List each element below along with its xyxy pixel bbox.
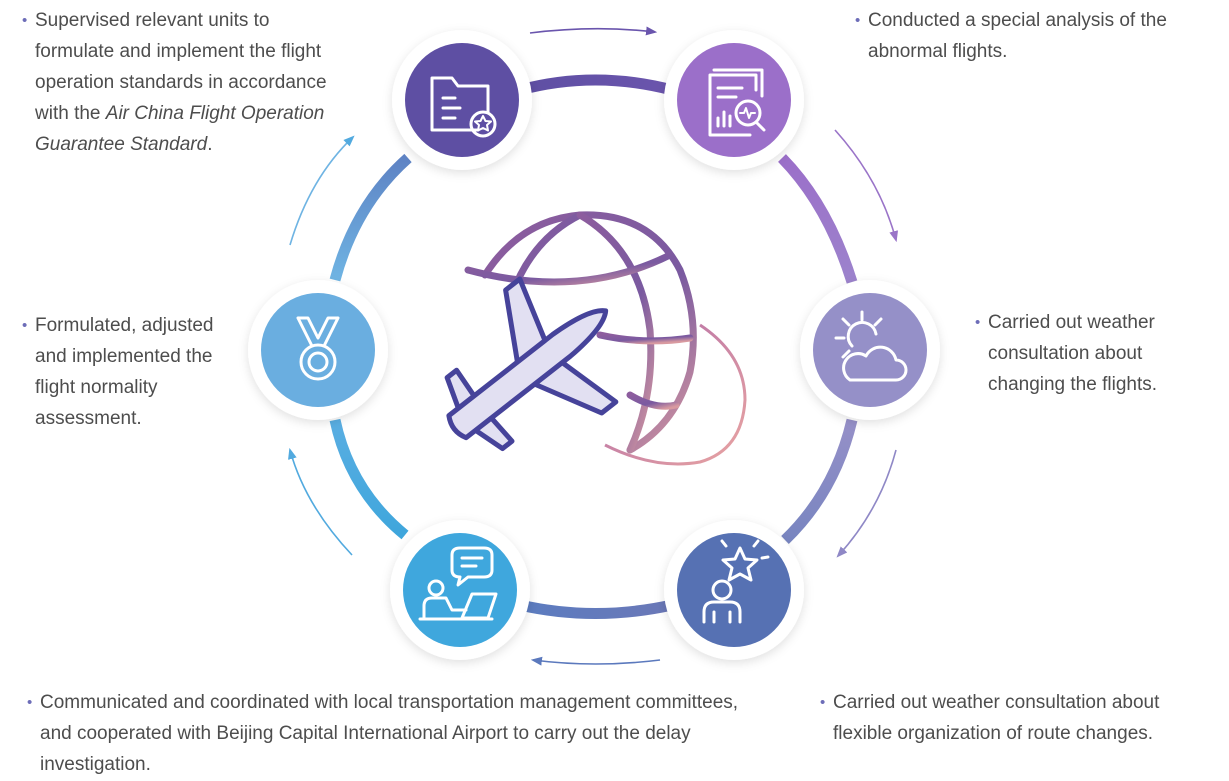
node-coordination-disc — [403, 533, 517, 647]
text-standards-body: Supervised relevant units to formulate a… — [35, 5, 335, 160]
node-weather-route-disc — [677, 533, 791, 647]
sun-cloud-icon — [834, 310, 908, 382]
text-weather-change-body: Carried out weather consultation about c… — [988, 312, 1158, 395]
flight-arc — [604, 323, 747, 466]
node-analysis-disc — [677, 43, 791, 157]
arrow-up-right — [289, 135, 355, 246]
text-weather-route: • Carried out weather consultation about… — [820, 687, 1193, 749]
node-weather-change — [800, 280, 940, 420]
direction-arrows — [288, 26, 899, 666]
arrow-left-bottom — [530, 656, 661, 666]
report-analysis-icon — [708, 68, 766, 137]
text-weather-change: • Carried out weather consultation about… — [975, 307, 1198, 400]
node-weather-route — [664, 520, 804, 660]
globe-latitude-top — [464, 251, 674, 286]
connector-standards-analysis — [518, 74, 674, 96]
folder-star-icon — [430, 76, 497, 138]
bullet: • — [820, 694, 826, 711]
text-standards-end: . — [207, 134, 213, 155]
person-laptop-chat-icon — [418, 546, 498, 621]
text-standards-main: Supervised relevant units to formulate a… — [35, 10, 327, 124]
arrow-right-top — [529, 26, 658, 36]
connector-route-coordination — [518, 599, 674, 619]
globe-latitude-mid — [596, 331, 694, 345]
medal-icon — [296, 316, 340, 381]
bullet: • — [975, 314, 981, 331]
node-analysis — [664, 30, 804, 170]
cycle-ring — [329, 74, 858, 619]
globe-latitude-low — [626, 391, 680, 410]
arrow-up-left — [288, 447, 353, 556]
text-standards: • Supervised relevant units to formulate… — [22, 5, 335, 160]
node-assessment-disc — [261, 293, 375, 407]
airplane-globe-icon — [444, 211, 747, 466]
connector-coordination-assessment — [329, 418, 409, 540]
text-assessment-body: Formulated, adjusted and implemented the… — [35, 315, 214, 429]
text-analysis-body: Conducted a special analysis of the abno… — [868, 10, 1167, 62]
standard-document-title: Air China Flight Operation Guarantee Sta… — [35, 103, 325, 155]
globe-outline — [481, 211, 697, 454]
node-coordination — [390, 520, 530, 660]
connector-weather-route — [781, 418, 858, 544]
text-weather-route-body: Carried out weather consultation about f… — [833, 692, 1160, 744]
node-assessment — [248, 280, 388, 420]
text-assessment: • Formulated, adjusted and implemented t… — [22, 310, 220, 434]
bullet: • — [855, 12, 861, 29]
person-star-icon — [702, 539, 770, 624]
node-standards-disc — [405, 43, 519, 157]
arrow-down-right — [834, 129, 899, 243]
text-coordination-body: Communicated and coordinated with local … — [40, 692, 739, 775]
globe-meridian-right — [576, 211, 655, 454]
airplane-shape — [444, 276, 619, 452]
text-analysis: • Conducted a special analysis of the ab… — [855, 5, 1173, 67]
bullet: • — [22, 12, 28, 29]
bullet: • — [22, 317, 28, 334]
text-coordination: • Communicated and coordinated with loca… — [27, 687, 760, 780]
bullet: • — [27, 694, 33, 711]
connector-analysis-weather — [778, 154, 858, 284]
arrow-down-left — [836, 449, 897, 558]
node-standards — [392, 30, 532, 170]
connector-assessment-standards — [329, 153, 412, 282]
